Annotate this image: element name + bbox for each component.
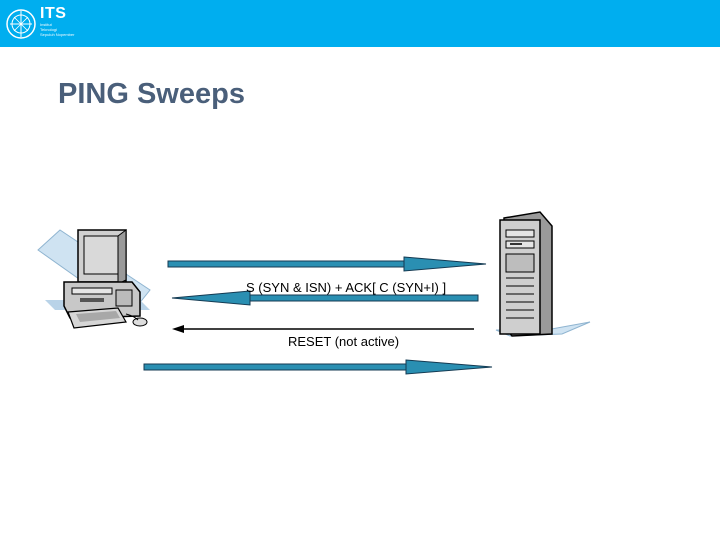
arrow-syn-request <box>167 256 487 272</box>
page-title: PING Sweeps <box>58 78 245 110</box>
logo-text: ITS Institut Teknologi Sepuluh Nopember <box>40 5 100 38</box>
header-bar: ITS Institut Teknologi Sepuluh Nopember <box>0 0 720 47</box>
arrow-final-request <box>143 359 493 375</box>
logo-subtitle-line-3: Sepuluh Nopember <box>40 32 75 37</box>
arrow-syn-ack-reply <box>171 290 479 306</box>
logo-subtitle-line-2: Teknologi <box>40 27 57 32</box>
server-tower-icon <box>495 211 591 337</box>
logo-title: ITS <box>40 5 67 22</box>
syn-ack-label: S (SYN & ISN) + ACK[ C (SYN+I) ] <box>246 280 447 295</box>
reset-label: RESET (not active) <box>288 334 400 349</box>
its-emblem-icon <box>6 9 36 39</box>
logo-subtitle-line-1: Institut <box>40 22 52 27</box>
arrow-reset <box>172 325 474 333</box>
desktop-computer-icon <box>37 229 151 329</box>
